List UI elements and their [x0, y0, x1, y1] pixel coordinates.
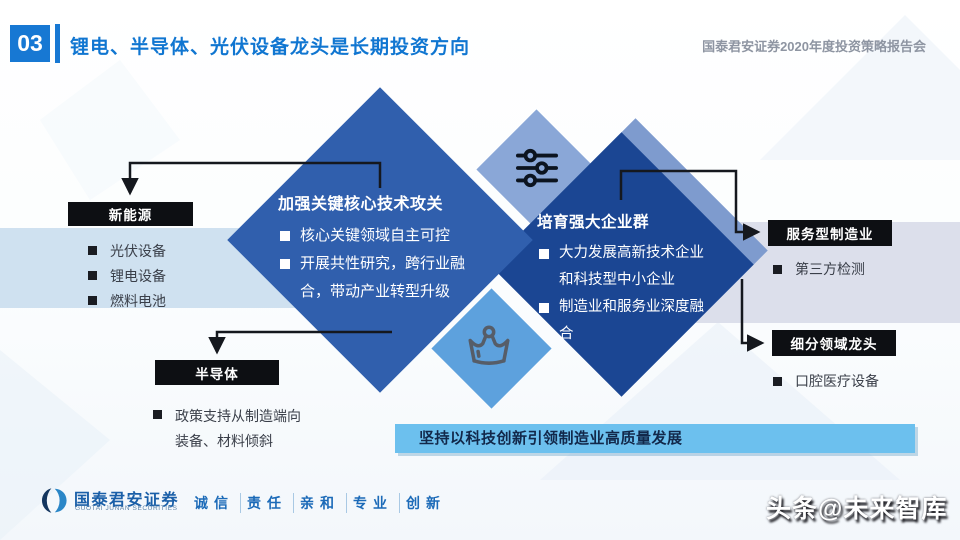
bullet-square-icon: [88, 271, 97, 280]
bullet-square-icon: [539, 303, 549, 313]
bullet-square-icon: [88, 296, 97, 305]
bullet-square-icon: [280, 231, 290, 241]
enterprise-diamond-bullets: 大力发展高新技术企业和科技型中小企业 制造业和服务业深度融合: [537, 240, 729, 348]
report-subtitle: 国泰君安证券2020年度投资策略报告会: [702, 39, 926, 54]
sliders-icon: [516, 148, 558, 188]
list-item: 光伏设备: [88, 238, 166, 263]
list-item: 口腔医疗设备: [773, 371, 879, 391]
company-slogan: 诚信 责任 亲和 专业 创新: [188, 493, 452, 513]
company-logo-icon: [41, 488, 67, 513]
list-item: 制造业和服务业深度融合: [537, 294, 729, 348]
slogan-word: 创新: [399, 493, 452, 513]
service-manufacturing-list: 第三方检测: [773, 259, 865, 279]
bottom-banner: 坚持以科技创新引领制造业高质量发展: [395, 424, 915, 453]
enterprise-diamond-title: 培育强大企业群: [537, 214, 650, 231]
label-semiconductor: 半导体: [155, 360, 279, 385]
tech-diamond-bullets: 核心关键领域自主可控 开展共性研究，跨行业融合，带动产业转型升级: [278, 222, 493, 306]
bullet-square-icon: [773, 265, 782, 274]
title-divider: [55, 24, 60, 63]
section-number-badge: 03: [10, 25, 50, 62]
label-new-energy: 新能源: [68, 202, 193, 226]
list-item: 开展共性研究，跨行业融合，带动产业转型升级: [278, 250, 493, 306]
company-name-en: GUOTAI JUNAN SECURITIES: [75, 505, 178, 512]
slogan-word: 诚信: [194, 495, 234, 511]
bullet-square-icon: [773, 377, 782, 386]
bullet-square-icon: [280, 259, 290, 269]
list-item: 大力发展高新技术企业和科技型中小企业: [537, 240, 729, 294]
enterprise-diamond-content: 培育强大企业群 大力发展高新技术企业和科技型中小企业 制造业和服务业深度融合: [537, 210, 729, 348]
semiconductor-list: 政策支持从制造端向装备、材料倾斜: [153, 404, 303, 454]
slogan-word: 专业: [346, 493, 399, 513]
list-item: 第三方检测: [773, 259, 865, 279]
tech-diamond-title: 加强关键核心技术攻关: [278, 196, 444, 213]
bullet-square-icon: [539, 249, 549, 259]
label-service-manufacturing: 服务型制造业: [768, 220, 892, 246]
new-energy-list: 光伏设备 锂电设备 燃料电池: [88, 238, 166, 313]
watermark: 头条@未来智库: [766, 495, 948, 523]
tech-diamond-content: 加强关键核心技术攻关 核心关键领域自主可控 开展共性研究，跨行业融合，带动产业转…: [278, 190, 493, 306]
bullet-square-icon: [88, 246, 97, 255]
slogan-word: 亲和: [293, 493, 346, 513]
list-item: 锂电设备: [88, 263, 166, 288]
segment-leaders-list: 口腔医疗设备: [773, 371, 879, 391]
list-item: 燃料电池: [88, 288, 166, 313]
slogan-word: 责任: [240, 493, 293, 513]
list-item: 核心关键领域自主可控: [278, 222, 493, 250]
page-title: 锂电、半导体、光伏设备龙头是长期投资方向: [70, 37, 471, 58]
company-name-cn: 国泰君安证券: [74, 492, 180, 509]
list-item: 政策支持从制造端向装备、材料倾斜: [153, 404, 303, 454]
label-segment-leaders: 细分领域龙头: [772, 330, 896, 356]
bullet-square-icon: [153, 410, 162, 419]
crown-icon: [468, 325, 510, 365]
